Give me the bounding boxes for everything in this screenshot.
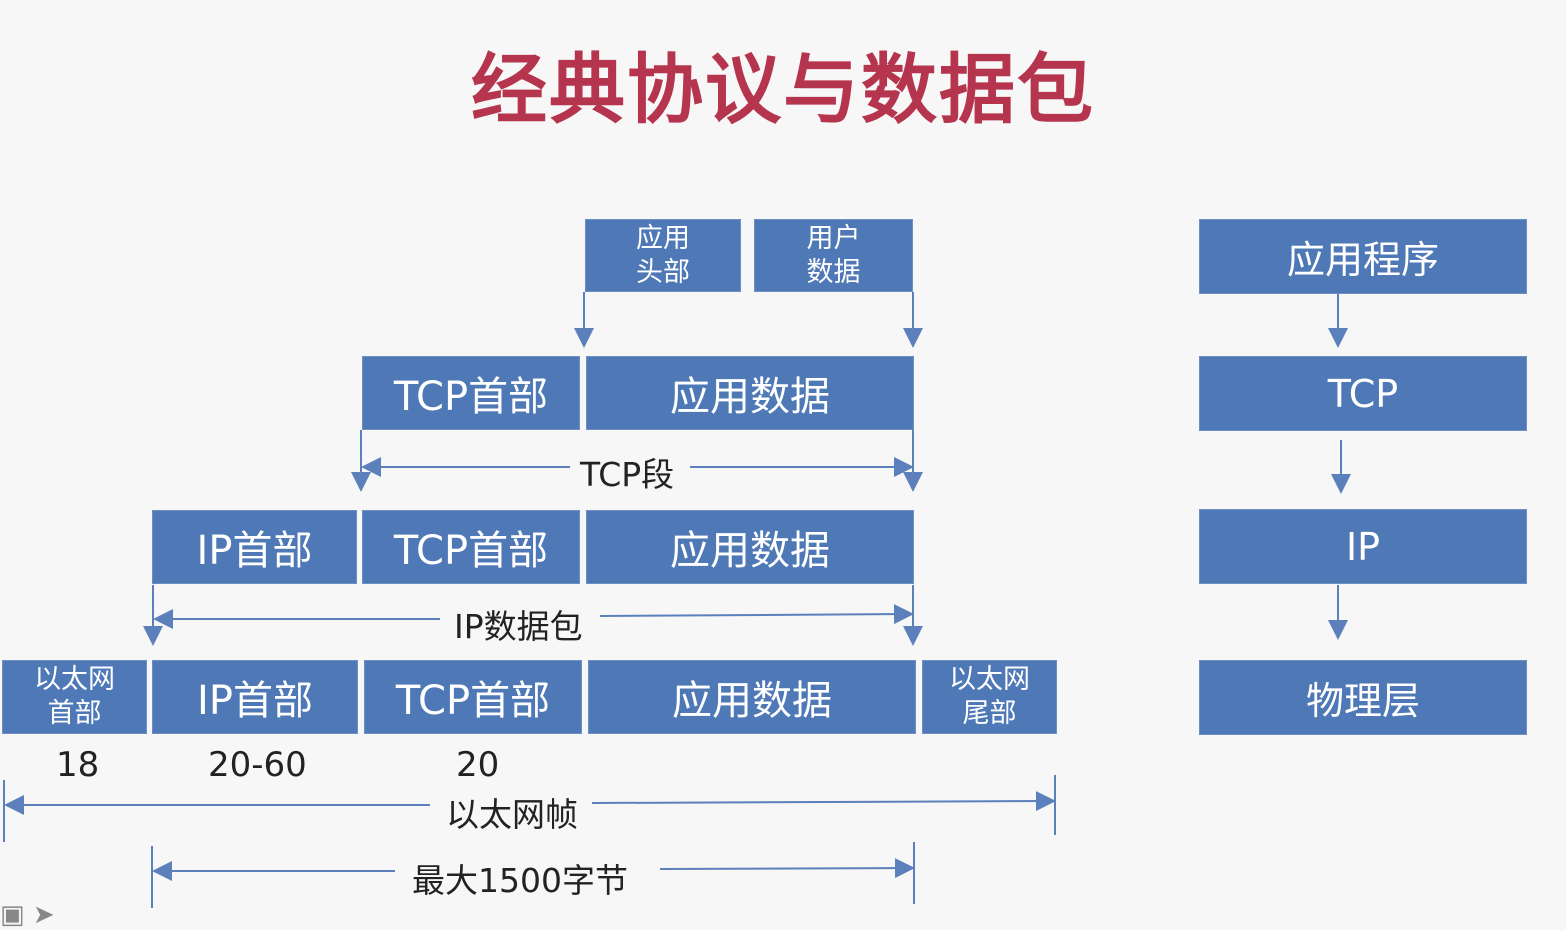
ip-header-label-l3: IP首部 — [196, 528, 313, 574]
ip-header-label-l4: IP首部 — [197, 678, 313, 724]
page-title: 经典协议与数据包 — [471, 45, 1095, 134]
app-data-label-l3: 应用数据 — [670, 528, 830, 574]
ip-header-box-l3: IP首部 — [152, 510, 357, 584]
user-data-label: 用户 数据 — [806, 222, 861, 288]
max-bytes-label: 最大1500字节 — [402, 854, 638, 902]
app-data-box-l3: 应用数据 — [586, 510, 914, 584]
stack-tcp-label: TCP — [1327, 371, 1399, 416]
tcp-segment-label: TCP段 — [570, 448, 685, 496]
tcp-header-label-l2: TCP首部 — [393, 374, 549, 420]
stack-phy-box: 物理层 — [1199, 660, 1527, 735]
eth-header-label: 以太网 首部 — [34, 664, 115, 729]
user-data-box: 用户 数据 — [754, 219, 913, 292]
span-arrow-ip-right — [599, 604, 914, 625]
app-data-box-l4: 应用数据 — [588, 660, 916, 734]
eth-header-box: 以太网 首部 — [2, 660, 147, 734]
stack-tcp-box: TCP — [1199, 356, 1527, 431]
stack-phy-label: 物理层 — [1305, 679, 1420, 723]
app-header-box: 应用 头部 — [585, 219, 741, 292]
slide-menu-icon[interactable]: ▣ — [0, 900, 25, 930]
ip-packet-label: IP数据包 — [444, 600, 593, 648]
tcp-header-box-l2: TCP首部 — [362, 356, 580, 430]
stack-app-label: 应用程序 — [1286, 238, 1439, 282]
ip-header-box-l4: IP首部 — [152, 660, 358, 734]
eth-trailer-box: 以太网 尾部 — [922, 660, 1057, 734]
app-data-box-l2: 应用数据 — [586, 356, 914, 430]
stack-ip-box: IP — [1199, 509, 1527, 584]
stack-app-box: 应用程序 — [1199, 219, 1527, 294]
slide-nav[interactable]: ▣ ➤ — [0, 900, 55, 930]
app-data-label-l2: 应用数据 — [670, 374, 830, 420]
size-tcp-header: 20 — [456, 745, 500, 785]
tcp-header-box-l3: TCP首部 — [362, 510, 580, 584]
tcp-header-label-l3: TCP首部 — [393, 528, 549, 574]
tcp-header-label-l4: TCP首部 — [395, 678, 551, 724]
app-header-label: 应用 头部 — [636, 222, 690, 288]
app-data-label-l4: 应用数据 — [672, 678, 832, 724]
eth-trailer-label: 以太网 尾部 — [949, 664, 1030, 729]
tcp-header-box-l4: TCP首部 — [364, 660, 582, 734]
size-eth-header: 18 — [56, 745, 100, 785]
stack-ip-label: IP — [1345, 524, 1381, 569]
span-arrow-eth-right — [591, 791, 1056, 812]
eth-frame-label: 以太网帧 — [436, 788, 588, 836]
size-ip-header: 20-60 — [208, 745, 307, 785]
span-arrow-max-right — [659, 858, 915, 879]
next-slide-icon[interactable]: ➤ — [32, 900, 55, 930]
